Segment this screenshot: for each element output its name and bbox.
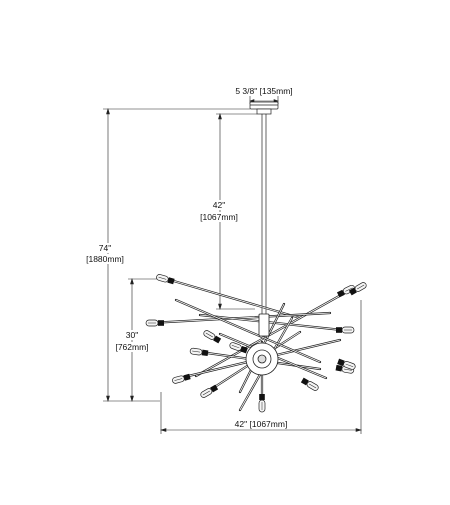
fixture-height-dimension (128, 277, 168, 403)
bulb (200, 384, 219, 398)
fixture-height-mm-label: [762mm] (115, 342, 149, 352)
rod-length-dimension (216, 112, 257, 311)
fixture-arm-highlight (159, 276, 301, 319)
bulb (156, 274, 175, 285)
bulb (300, 377, 319, 391)
bulb (337, 358, 356, 370)
bulb (145, 319, 164, 327)
fixture-arm-highlight (199, 314, 343, 331)
fixture-height-inches-label: 30" (125, 330, 139, 340)
overall-height-inches-label: 74" (98, 243, 112, 253)
fixture-bulbs (145, 274, 367, 413)
bulb (258, 394, 266, 413)
bulb (203, 330, 222, 344)
fixture-arm-highlight (149, 312, 331, 324)
fixture-arm-highlight (175, 299, 321, 363)
rod-length-mm-label: [1067mm] (200, 212, 238, 222)
bulb (348, 282, 367, 296)
canopy (249, 101, 279, 115)
rod-length-inches-label: 42" (212, 200, 226, 210)
downrod (261, 114, 267, 318)
bulb (336, 284, 356, 298)
fixture-width-dimension (159, 300, 363, 434)
bulb (229, 342, 248, 354)
fixture-width-label: 42" [1067mm] (234, 419, 288, 429)
canopy-width-label: 5 3/8" [135mm] (235, 86, 293, 96)
bulb (189, 347, 209, 357)
fixture-hub (245, 313, 279, 376)
bulb (172, 373, 191, 384)
fixture-arms (148, 275, 352, 412)
fixture-arm-highlight (195, 289, 351, 377)
bulb (336, 326, 355, 334)
overall-height-mm-label: [1880mm] (86, 254, 124, 264)
sputnik-fixture (145, 274, 367, 413)
